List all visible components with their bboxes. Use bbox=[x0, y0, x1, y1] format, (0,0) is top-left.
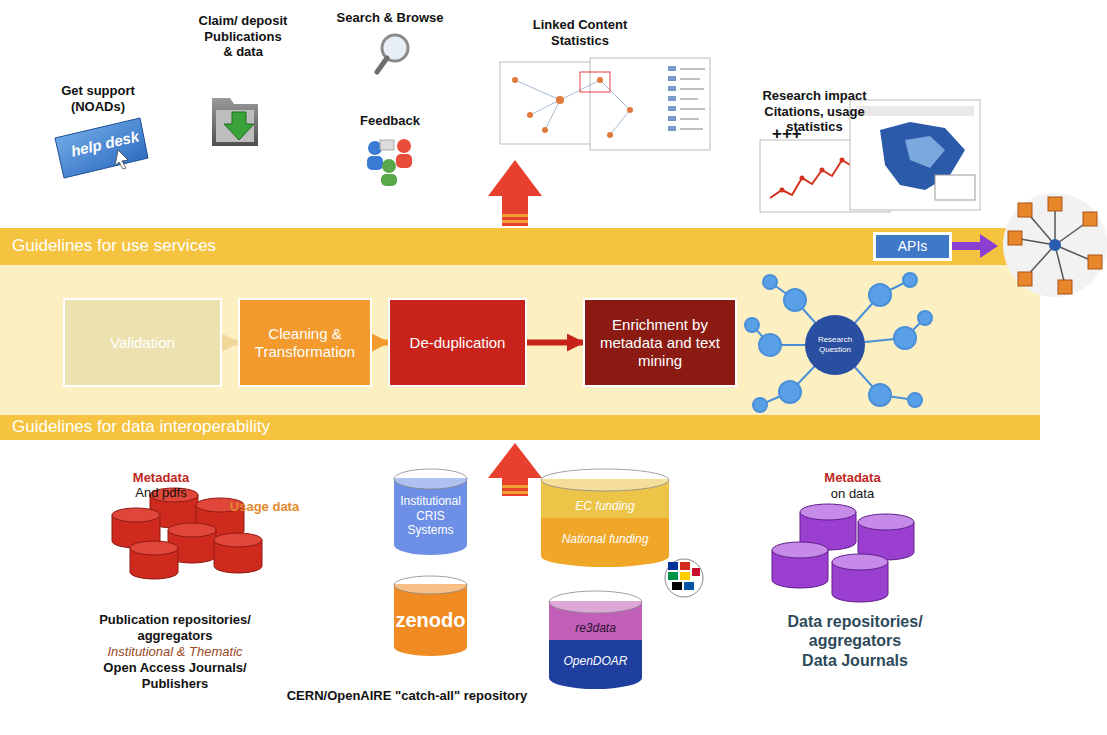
caption-label: And pdfs bbox=[128, 485, 194, 501]
folder-icon bbox=[212, 98, 258, 146]
caption-label: Data Journals bbox=[770, 651, 940, 670]
process-box: Enrichment by metadata and text mining bbox=[585, 300, 735, 385]
band-heading: Guidelines for use services bbox=[12, 236, 216, 256]
caption-label: CERN/OpenAIRE "catch-all" repository bbox=[282, 688, 532, 704]
cylinder-label: re3data bbox=[575, 621, 616, 635]
process-box: Validation bbox=[65, 300, 220, 385]
funding-cylinder: EC fundingNational funding bbox=[540, 468, 670, 568]
caption-label: Linked Content Statistics bbox=[520, 17, 640, 48]
caption-label: Data repositories/ aggregators bbox=[770, 612, 940, 650]
box-label: APIs bbox=[898, 238, 928, 255]
caption-label: Metadata bbox=[815, 470, 890, 486]
repository-cylinder: re3dataOpenDOAR bbox=[548, 590, 643, 690]
cylinder-shape bbox=[540, 468, 670, 568]
caption-label: on data bbox=[815, 486, 890, 502]
box-label: Research Question bbox=[807, 335, 863, 354]
graph-screenshot bbox=[500, 58, 710, 150]
cris-cylinder: Institutional CRIS Systems bbox=[393, 468, 468, 556]
caption-label: Feedback bbox=[350, 113, 430, 129]
caption-label: Publication repositories/ aggregators bbox=[80, 612, 270, 643]
mind-map bbox=[745, 273, 932, 412]
caption-label: Institutional & Thematic bbox=[80, 644, 270, 660]
box-label: Cleaning & Transformation bbox=[246, 325, 364, 361]
band-ground bbox=[0, 228, 1040, 440]
network-icon bbox=[1003, 193, 1107, 297]
cylinder-label: zenodo bbox=[396, 608, 466, 632]
caption-label: help desk bbox=[59, 125, 151, 163]
caption-label: Usage data bbox=[222, 499, 307, 515]
cylinder-label: EC funding bbox=[575, 499, 634, 513]
pipeline-band: Guidelines for use servicesGuidelines fo… bbox=[0, 228, 1040, 440]
caption-label: +++ bbox=[772, 124, 812, 144]
flags-icon bbox=[665, 559, 703, 597]
caption-label: Metadata bbox=[128, 470, 194, 486]
cylinder-label: OpenDOAR bbox=[563, 654, 627, 668]
flow-arrow bbox=[372, 340, 388, 346]
cylinder-label: Institutional CRIS Systems bbox=[397, 494, 464, 537]
band-heading: Guidelines for data interoperability bbox=[12, 417, 270, 437]
feedback-icon bbox=[367, 139, 412, 186]
band-inner bbox=[0, 265, 1040, 415]
api-arrow bbox=[952, 234, 998, 258]
caption-label: Open Access Journals/ Publishers bbox=[80, 660, 270, 691]
box-label: De-duplication bbox=[410, 334, 506, 352]
caption-label: Get support (NOADs) bbox=[38, 83, 158, 114]
flow-arrow bbox=[222, 340, 238, 346]
up-arrow bbox=[488, 443, 542, 496]
caption-label: Research impact Citations, usage statist… bbox=[752, 88, 877, 135]
caption-label: Search & Browse bbox=[330, 10, 450, 26]
caption-label: Claim/ deposit Publications & data bbox=[198, 13, 288, 60]
zenodo-cylinder: zenodo bbox=[393, 575, 468, 657]
up-arrow bbox=[488, 160, 542, 226]
api-box: APIs bbox=[875, 234, 950, 259]
cylinder-label: National funding bbox=[562, 532, 649, 546]
mind-map-center: Research Question bbox=[805, 315, 865, 375]
process-box: De-duplication bbox=[390, 300, 525, 385]
magnifier-icon bbox=[377, 35, 408, 72]
box-label: Validation bbox=[110, 334, 175, 352]
data-cylinders bbox=[772, 504, 914, 602]
cursor-icon bbox=[115, 150, 128, 169]
flow-arrow bbox=[527, 340, 583, 346]
box-label: Enrichment by metadata and text mining bbox=[591, 316, 729, 370]
cylinder-shape bbox=[548, 590, 643, 690]
process-box: Cleaning & Transformation bbox=[240, 300, 370, 385]
